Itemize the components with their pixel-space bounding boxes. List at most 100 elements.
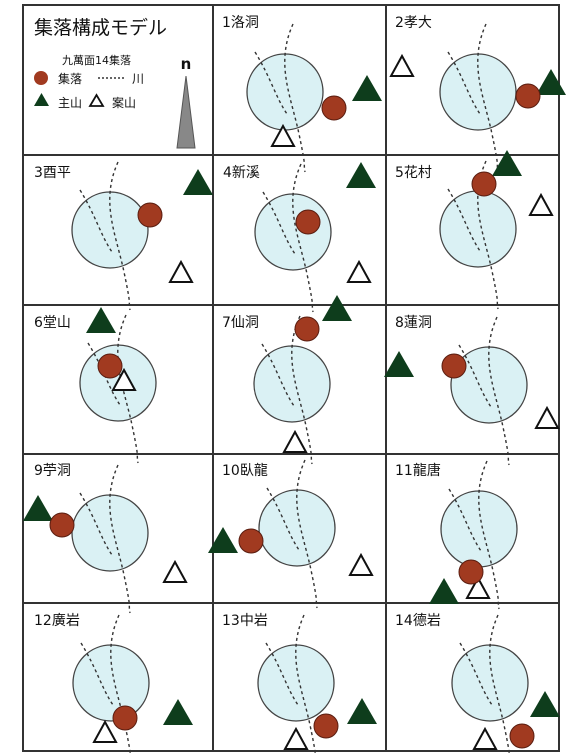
village-cell: 3酉平	[34, 161, 213, 311]
river-line	[477, 23, 499, 173]
grid-frame	[22, 4, 560, 752]
table-mountain-icon	[389, 53, 415, 77]
river-line	[117, 314, 139, 464]
settlement-marker	[458, 559, 484, 585]
village-cell: 8蓮洞	[384, 315, 560, 466]
settlement-marker	[137, 202, 163, 228]
river-line	[291, 315, 313, 465]
settlement-marker	[515, 83, 541, 109]
legend-table-mountain-label: 案山	[112, 95, 136, 110]
river-line	[292, 163, 314, 313]
river-line	[109, 161, 131, 311]
river-line	[478, 460, 500, 610]
river-line	[447, 188, 481, 252]
river-line	[79, 189, 113, 253]
north-arrow-icon	[176, 75, 196, 149]
legend-subtitle: 九萬面14集落	[62, 53, 131, 67]
village-cell: 4新溪	[223, 162, 376, 313]
table-mountain-icon	[92, 719, 118, 743]
village-cell: 11龍唐	[395, 460, 518, 610]
table-mountain-icon	[528, 192, 554, 216]
village-label: 2孝大	[395, 15, 432, 31]
village-cell: 5花村	[395, 150, 554, 310]
river-line	[296, 459, 318, 609]
river-line	[448, 488, 482, 552]
legend-river-label: 川	[132, 72, 144, 86]
river-line	[110, 614, 131, 754]
legend-table-mountain-marker	[88, 93, 105, 107]
river-line	[459, 642, 493, 706]
settlement-marker	[441, 353, 467, 379]
village-cell: 1洛洞	[222, 15, 382, 173]
river-line	[284, 23, 306, 173]
village-cell: 13中岩	[222, 613, 377, 754]
table-mountain-icon	[346, 259, 372, 283]
river-line	[79, 492, 113, 556]
table-mountain-icon	[270, 123, 296, 147]
main-mountain-icon	[183, 169, 213, 195]
diagram-title: 集落構成モデル	[34, 17, 167, 39]
village-label: 10臥龍	[222, 462, 268, 479]
village-cell: 7仙洞	[222, 295, 352, 465]
main-mountain-icon	[322, 295, 352, 321]
village-label: 12廣岩	[34, 612, 80, 629]
main-mountain-icon	[347, 698, 377, 724]
north-label: n	[181, 55, 192, 73]
settlement-marker	[509, 723, 535, 749]
main-mountain-icon	[23, 495, 53, 521]
table-mountain-icon	[465, 575, 491, 599]
village-label: 13中岩	[222, 613, 268, 629]
river-line	[447, 51, 481, 115]
village-label: 5花村	[395, 165, 432, 181]
table-mountain-icon	[162, 559, 188, 583]
river-line	[109, 464, 131, 614]
settlement-marker	[97, 353, 123, 379]
main-mountain-icon	[429, 578, 459, 604]
village-cell: 2孝大	[389, 15, 566, 173]
table-mountain-icon	[282, 429, 308, 453]
village-cell: 9苧洞	[23, 463, 188, 614]
main-mountain-icon	[163, 699, 193, 725]
river-line	[261, 343, 295, 407]
settlement-marker	[321, 95, 347, 121]
village-cell: 14德岩	[395, 613, 560, 754]
table-mountain-icon	[111, 367, 137, 391]
village-cell: 6堂山	[34, 307, 157, 464]
river-line	[80, 642, 114, 706]
river-line	[266, 487, 300, 551]
settlement-marker	[471, 171, 497, 197]
table-mountain-icon	[168, 259, 194, 283]
river-line	[458, 344, 492, 408]
legend-main-mountain-label: 主山	[58, 96, 82, 110]
table-mountain-icon	[348, 552, 374, 576]
village-label: 14德岩	[395, 613, 441, 629]
village-label: 9苧洞	[34, 463, 71, 479]
main-mountain-icon	[86, 307, 116, 333]
river-line	[262, 191, 296, 255]
legend-settlement-label: 集落	[58, 71, 82, 86]
main-mountain-icon	[384, 351, 414, 377]
river-line	[265, 642, 299, 706]
settlement-marker	[238, 528, 264, 554]
table-mountain-icon	[283, 726, 309, 750]
village-label: 11龍唐	[395, 462, 441, 479]
village-label: 6堂山	[34, 315, 71, 331]
main-mountain-icon	[352, 75, 382, 101]
main-mountain-icon	[208, 527, 238, 553]
village-cell: 12廣岩	[34, 612, 193, 754]
river-line	[488, 316, 510, 466]
legend-main-mountain-marker	[34, 93, 49, 106]
river-line	[254, 51, 288, 115]
settlement-marker	[313, 713, 339, 739]
settlement-marker	[49, 512, 75, 538]
settlement-marker	[112, 705, 138, 731]
river-line	[489, 614, 510, 754]
legend-settlement-marker	[34, 71, 48, 85]
village-label: 3酉平	[34, 165, 71, 181]
legend: 集落構成モデル 九萬面14集落 集落 川 主山 案山 n	[34, 17, 196, 149]
river-line	[295, 614, 316, 754]
settlement-marker	[294, 316, 320, 342]
table-mountain-icon	[472, 726, 498, 750]
